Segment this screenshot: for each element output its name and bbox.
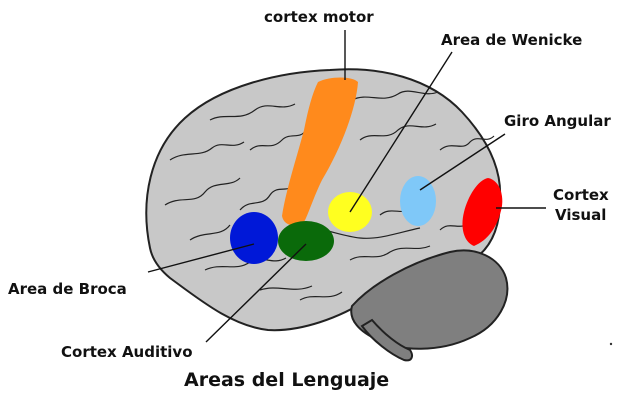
- motor-cortex-label: cortex motor: [264, 8, 374, 26]
- auditory-pointer-line: [205, 243, 307, 343]
- diagram-title: Areas del Lenguaje: [184, 369, 390, 391]
- angular-gyrus-label: Giro Angular: [504, 112, 611, 130]
- wernicke-pointer-line: [349, 51, 453, 213]
- auditory-cortex-region: [278, 221, 334, 261]
- auditory-cortex-label: Cortex Auditivo: [61, 343, 193, 361]
- broca-pointer-line: [147, 243, 255, 273]
- wernicke-label: Area de Wenicke: [441, 31, 583, 49]
- motor-cortex-region: [282, 77, 358, 226]
- visual-cortex-label-line1: Cortex: [553, 186, 609, 204]
- visual-cortex-label-line2: Visual: [555, 206, 607, 224]
- pointer-lines: [147, 30, 546, 343]
- angular-gyrus-region: [400, 176, 436, 226]
- broca-label: Area de Broca: [8, 280, 127, 298]
- brain-stem: [360, 318, 413, 362]
- dot: [609, 342, 613, 346]
- angular-pointer-line: [419, 133, 506, 191]
- broca-region: [230, 212, 278, 264]
- visual-cortex-region: [462, 178, 503, 246]
